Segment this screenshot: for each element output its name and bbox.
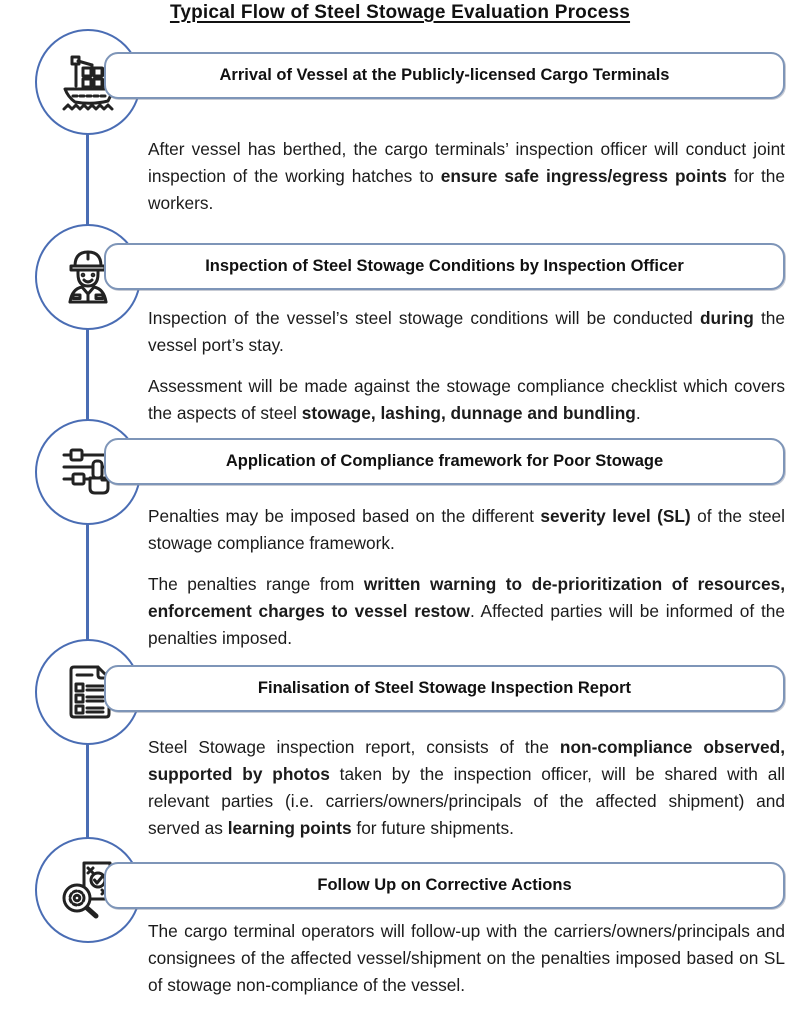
step-header-label-1: Arrival of Vessel at the Publicly-licens… — [219, 66, 670, 84]
audit-magnifier-icon — [62, 861, 112, 919]
paragraph: Penalties may be imposed based on the di… — [148, 506, 785, 553]
step-paragraphs-1: After vessel has berthed, the cargo term… — [148, 136, 785, 231]
step-paragraphs-2: Inspection of the vessel’s steel stowage… — [148, 305, 785, 441]
paragraph: Steel Stowage inspection report, consist… — [148, 737, 785, 838]
paragraph: Inspection of the vessel’s steel stowage… — [148, 308, 785, 355]
step-paragraphs-3: Penalties may be imposed based on the di… — [148, 503, 785, 666]
step-header-box-5: Follow Up on Corrective Actions — [104, 862, 785, 909]
step-paragraphs-4: Steel Stowage inspection report, consist… — [148, 734, 785, 856]
page-title: Typical Flow of Steel Stowage Evaluation… — [169, 2, 631, 23]
step-circle-2 — [35, 224, 141, 330]
paragraph: The cargo terminal operators will follow… — [148, 921, 785, 995]
step-header-box-1: Arrival of Vessel at the Publicly-licens… — [104, 52, 785, 99]
paragraph: Assessment will be made against the stow… — [148, 376, 785, 423]
paragraph: The penalties range from written warning… — [148, 574, 785, 648]
title-row: Typical Flow of Steel Stowage Evaluation… — [0, 2, 800, 24]
step-header-label-5: Follow Up on Corrective Actions — [317, 876, 572, 894]
step-header-label-2: Inspection of Steel Stowage Conditions b… — [205, 257, 684, 275]
step-header-label-4: Finalisation of Steel Stowage Inspection… — [257, 679, 632, 697]
step-header-box-4: Finalisation of Steel Stowage Inspection… — [104, 665, 785, 712]
inspection-report-icon — [69, 665, 111, 719]
paragraph: After vessel has berthed, the cargo term… — [148, 139, 786, 213]
step-paragraphs-5: The cargo terminal operators will follow… — [148, 918, 785, 1013]
step-header-box-2: Inspection of Steel Stowage Conditions b… — [104, 243, 785, 290]
step-header-box-3: Application of Compliance framework for … — [104, 438, 785, 485]
inspection-officer-icon — [68, 250, 108, 304]
step-header-label-3: Application of Compliance framework for … — [225, 452, 664, 470]
